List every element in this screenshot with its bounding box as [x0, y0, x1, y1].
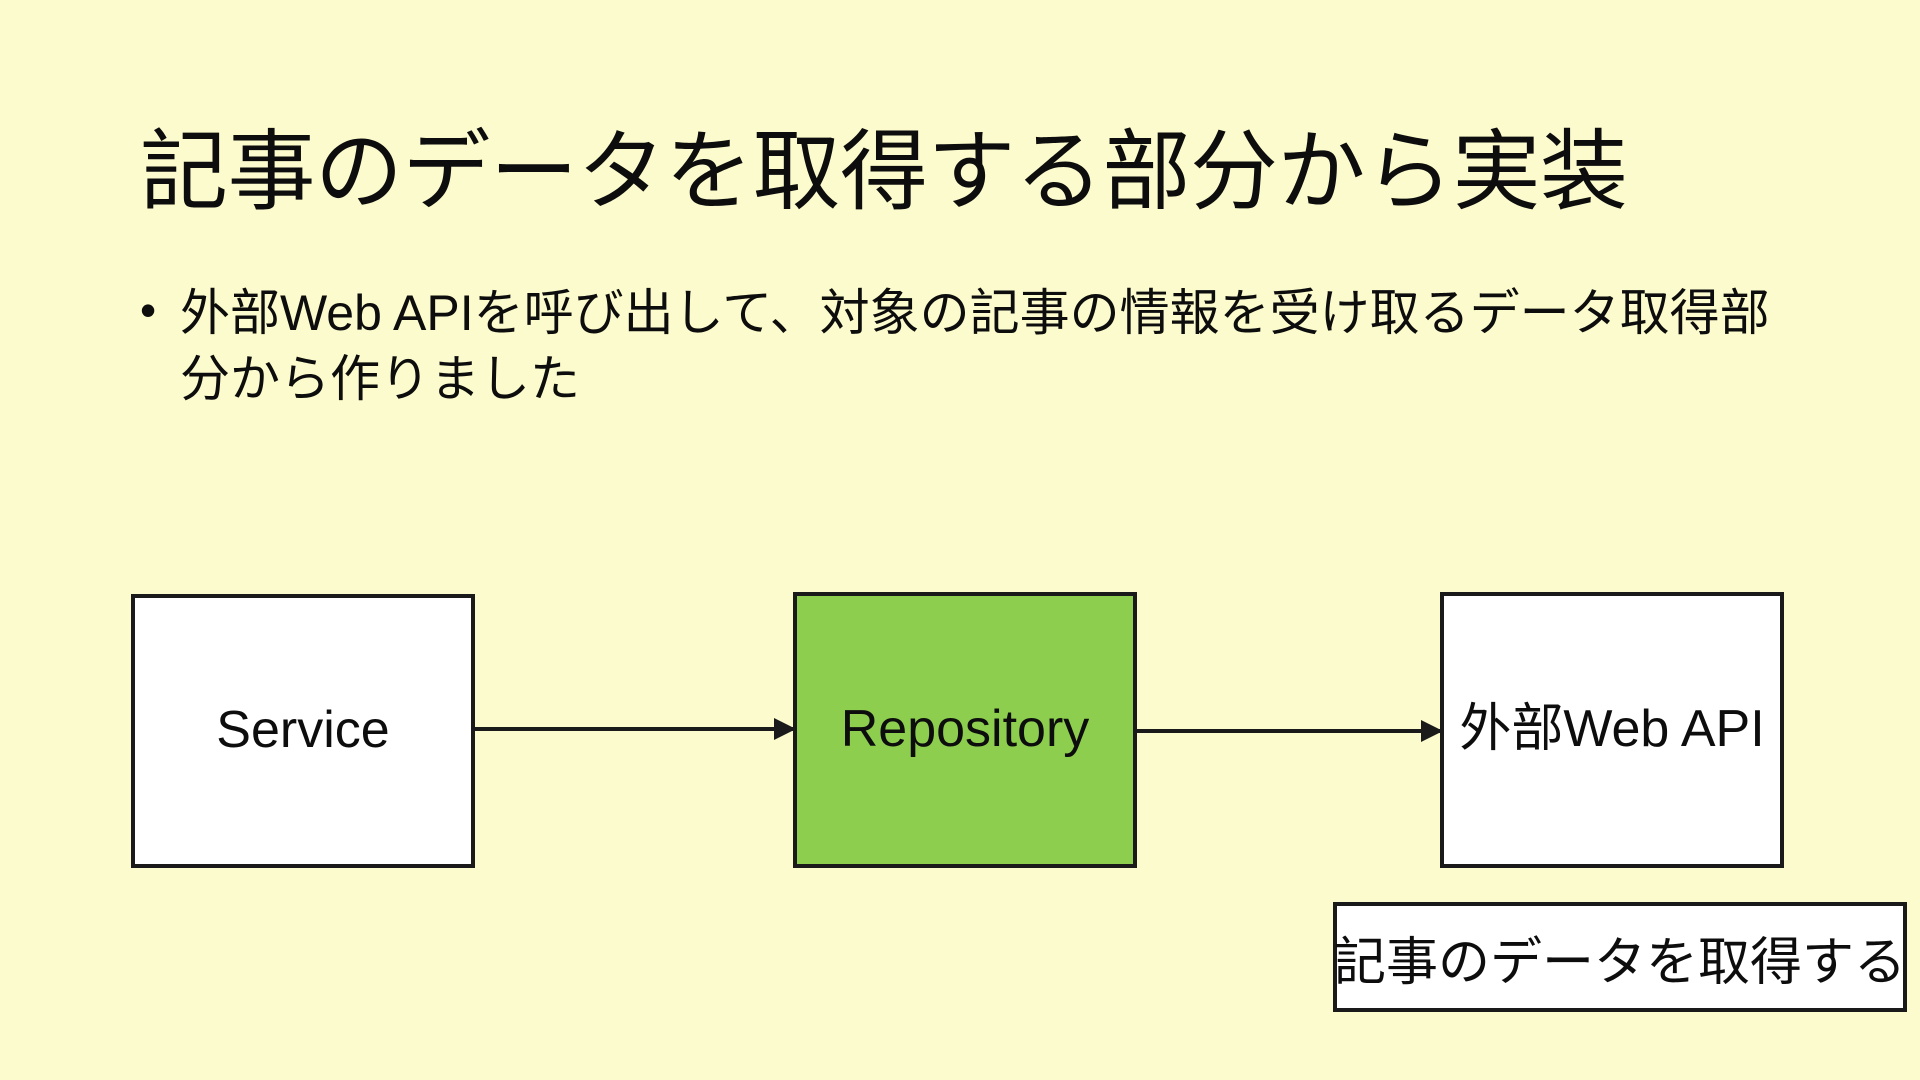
- arrow-repository-to-external-api: [1137, 729, 1440, 733]
- diagram-node-external-api: 外部Web API: [1440, 592, 1784, 868]
- bullet-marker-icon: •: [140, 284, 157, 336]
- diagram-node-external-api-label: 外部Web API: [1459, 700, 1765, 759]
- diagram-node-service-label: Service: [216, 701, 390, 760]
- list-item: • 外部Web APIを呼び出して、対象の記事の情報を受け取るデータ取得部分から…: [140, 280, 1780, 412]
- bullet-list: • 外部Web APIを呼び出して、対象の記事の情報を受け取るデータ取得部分から…: [140, 280, 1780, 412]
- diagram-caption-label: 記事のデータを取得する: [1334, 933, 1907, 992]
- diagram-node-repository: Repository: [793, 592, 1137, 868]
- page-title: 記事のデータを取得する部分から実装: [140, 121, 1628, 221]
- diagram-caption-box: 記事のデータを取得する: [1333, 902, 1907, 1012]
- arrow-service-to-repository: [475, 727, 793, 731]
- bullet-text: 外部Web APIを呼び出して、対象の記事の情報を受け取るデータ取得部分から作り…: [180, 285, 1770, 407]
- diagram-node-repository-label: Repository: [840, 700, 1090, 759]
- diagram-node-service: Service: [131, 594, 475, 868]
